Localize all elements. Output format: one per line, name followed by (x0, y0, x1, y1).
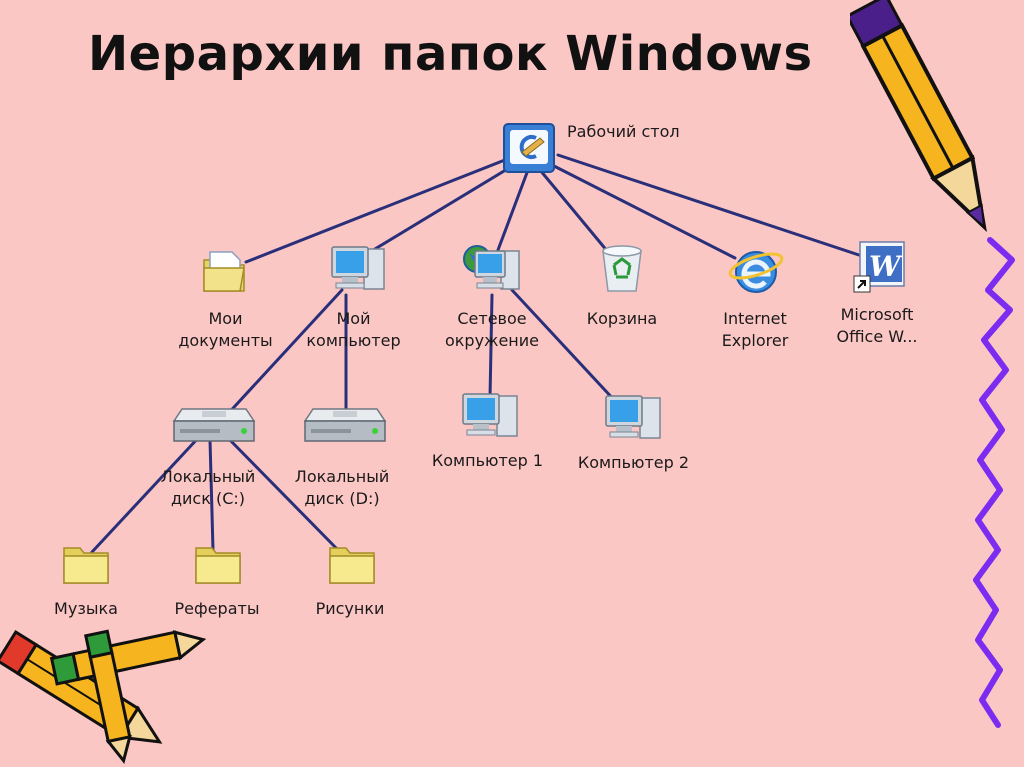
computer-1-icon[interactable] (461, 390, 521, 442)
pencils-bottom-left-icon (0, 629, 207, 764)
link-desktop-ie (550, 163, 737, 260)
wavy-line-decoration (973, 237, 1015, 728)
desktop-label: Рабочий стол (567, 122, 680, 141)
my-computer-label: Мой компьютер (306, 309, 401, 350)
internet-explorer-label: Internet Explorer (721, 309, 789, 350)
computer-1-label: Компьютер 1 (431, 451, 544, 470)
folder-pictures-label: Рисунки (315, 599, 385, 618)
my-documents-label: Мои документы (178, 309, 273, 350)
link-desktop-network (496, 168, 530, 252)
computer-2-label: Компьютер 2 (577, 453, 690, 472)
folder-essays-icon[interactable] (194, 540, 242, 586)
recycle-bin-icon[interactable] (597, 243, 647, 295)
link-desktop-mydocs (244, 156, 512, 264)
folder-essays-label: Рефераты (174, 599, 260, 618)
link-desktop-recycle (538, 168, 610, 254)
folder-pictures-icon[interactable] (328, 540, 376, 586)
disk-d-icon[interactable] (303, 405, 387, 445)
link-mycomputer-diskc (222, 288, 344, 420)
link-diskc-essays (208, 438, 215, 552)
recycle-bin-label: Корзина (586, 309, 658, 328)
network-icon[interactable] (463, 243, 523, 297)
disk-c-label: Локальный диск (C:) (160, 467, 256, 508)
link-diskc-music (90, 434, 202, 554)
disk-d-label: Локальный диск (D:) (294, 467, 390, 508)
internet-explorer-icon[interactable] (728, 244, 784, 296)
my-documents-icon[interactable] (200, 246, 248, 294)
slide-title: Иерархии папок Windows (88, 26, 813, 82)
word-shortcut-icon[interactable]: W (852, 240, 908, 296)
link-diskc-pictures (224, 434, 342, 554)
pencil-top-right-icon (850, 0, 987, 233)
folder-music-label: Музыка (54, 599, 118, 618)
disk-c-icon[interactable] (172, 405, 256, 445)
svg-text:W: W (869, 250, 903, 283)
network-label: Сетевое окружение (444, 309, 540, 350)
link-network-comp1 (488, 293, 494, 400)
folder-music-icon[interactable] (62, 540, 110, 586)
link-network-comp2 (510, 288, 618, 404)
link-desktop-mycomputer (363, 163, 516, 257)
word-shortcut-label: Microsoft Office W... (836, 305, 918, 346)
computer-2-icon[interactable] (604, 392, 664, 444)
link-desktop-word (556, 153, 864, 258)
desktop-icon[interactable] (502, 122, 556, 174)
my-computer-icon[interactable] (330, 243, 388, 295)
